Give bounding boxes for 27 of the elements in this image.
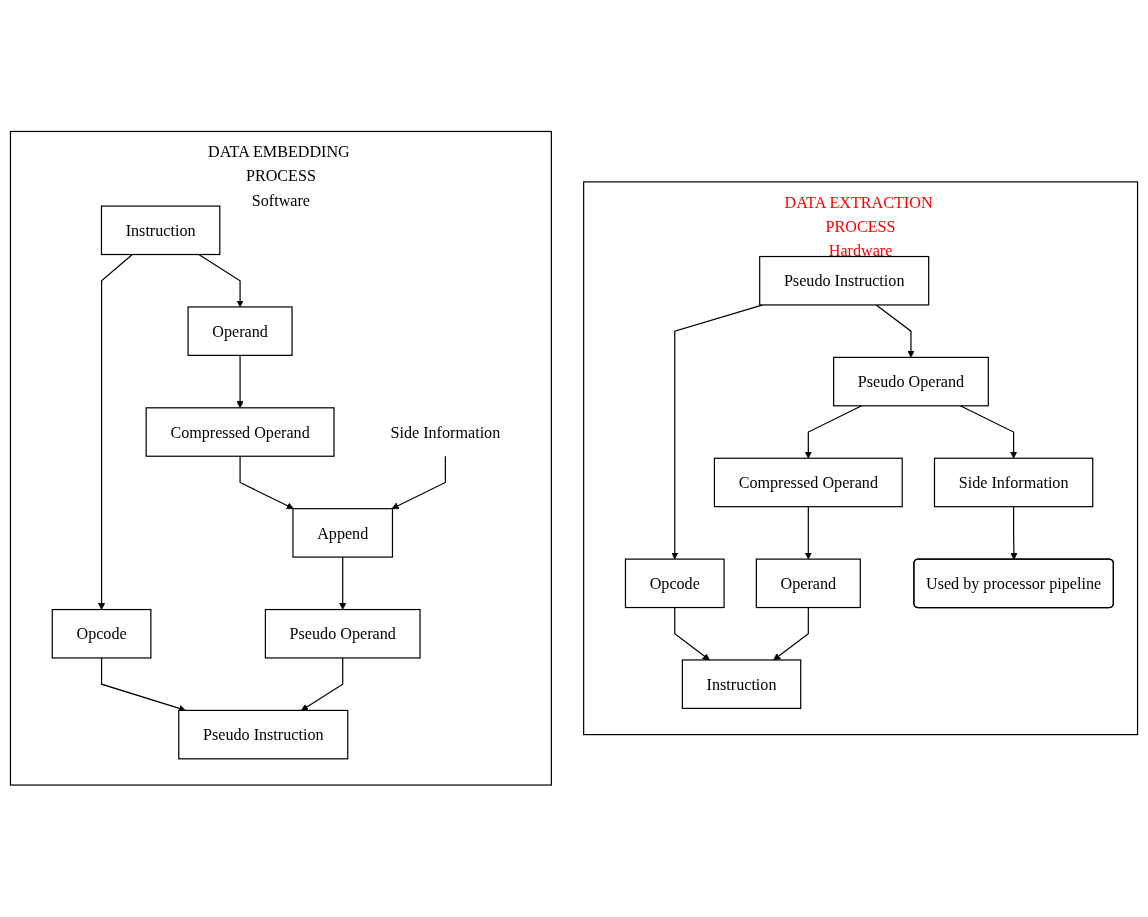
node-box: Operand [755,558,861,609]
node-box: Pseudo Operand [833,357,989,407]
arrow [198,254,244,308]
node-box: Compressed Operand [145,407,335,458]
arrow [875,304,915,358]
node-box: Operand [187,306,293,357]
node-box: Pseudo Operand [264,609,421,659]
arrow [391,455,446,510]
node-box: Pseudo Instruction [759,256,930,306]
node-box: Opcode [624,558,725,609]
node-text: Side Information [390,423,501,442]
node-box: Pseudo Instruction [178,710,349,760]
arrow [236,355,244,409]
arrow [339,556,347,611]
arrow [674,607,710,661]
arrow [804,506,812,560]
arrow [301,657,344,711]
arrow [773,607,809,661]
node-box: Instruction [100,205,221,256]
arrow [1010,506,1018,561]
node-box: Instruction [681,659,802,710]
node-box: Opcode [51,609,152,659]
arrow [98,254,133,611]
node-box: Append [292,508,394,558]
arrow [239,455,294,510]
node-box: Compressed Operand [713,457,903,508]
node-box: Side Information [933,457,1094,508]
